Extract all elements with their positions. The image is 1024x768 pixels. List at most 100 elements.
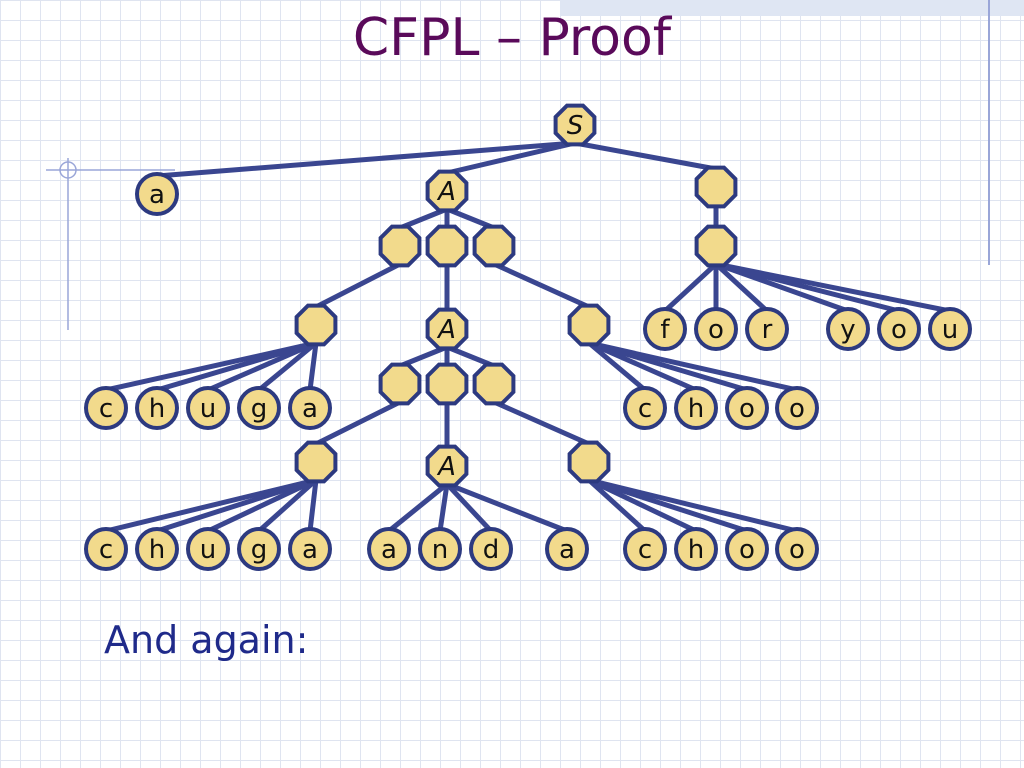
edge-root-a0: [154, 140, 578, 179]
edge-l2-p3: [313, 399, 403, 447]
tree-node-o5: o: [725, 527, 769, 571]
tree-node-o1: o: [694, 307, 738, 351]
tree-node-a5: a: [545, 527, 589, 571]
edge-r2-f: [662, 261, 719, 314]
node-label: o: [739, 535, 755, 565]
node-label: o: [708, 315, 724, 345]
node-label: y: [840, 315, 855, 345]
tree-node-a1: a: [288, 386, 332, 430]
node-label: u: [200, 394, 216, 424]
tree-node-c1: c: [84, 386, 128, 430]
tree-node-o2: o: [877, 307, 921, 351]
tree-node-r: r: [745, 307, 789, 351]
tree-node-A3: A: [425, 444, 469, 488]
node-label: f: [660, 315, 670, 345]
node-label: d: [483, 535, 500, 565]
node-label: c: [638, 535, 652, 565]
node-shape: [135, 386, 179, 430]
node-label: h: [149, 394, 165, 424]
node-label: c: [99, 535, 113, 565]
edge-root-r1: [572, 140, 719, 172]
node-label: a: [302, 535, 318, 565]
node-label: a: [381, 535, 397, 565]
node-shape: [294, 303, 338, 347]
node-shape: [237, 386, 281, 430]
node-label: o: [739, 394, 755, 424]
node-shape: [775, 386, 819, 430]
node-label: u: [200, 535, 216, 565]
node-shape: [425, 169, 469, 213]
node-label: o: [891, 315, 907, 345]
edge-p3-h3: [154, 477, 319, 534]
node-shape: [553, 103, 597, 147]
tree-node-p2: [294, 303, 338, 347]
slide-caption: And again:: [104, 618, 309, 662]
edge-A3-d4: [444, 481, 494, 534]
node-shape: [826, 307, 870, 351]
tree-node-r1: [694, 165, 738, 209]
node-shape: [775, 527, 819, 571]
node-shape: [418, 527, 462, 571]
tree-node-n1: [472, 224, 516, 268]
edge-p2-u1: [205, 340, 319, 393]
tree-node-u3: u: [186, 527, 230, 571]
node-label: A: [436, 452, 456, 482]
edge-root-A1: [444, 140, 578, 176]
node-shape: [84, 386, 128, 430]
decor-crosshair: [46, 158, 175, 330]
node-label: g: [251, 394, 268, 424]
edge-q2-c2: [586, 340, 648, 393]
node-label: o: [789, 394, 805, 424]
node-shape: [567, 303, 611, 347]
tree-node-a4: a: [367, 527, 411, 571]
slide-title: CFPL – Proof: [352, 8, 672, 68]
edge-p3-a3: [307, 477, 319, 534]
tree-node-m2: [425, 362, 469, 406]
node-shape: [425, 362, 469, 406]
edge-A3-a4: [386, 481, 450, 534]
tree-node-a3: a: [288, 527, 332, 571]
node-label: g: [251, 535, 268, 565]
node-label: c: [99, 394, 113, 424]
tree-node-o4: o: [775, 386, 819, 430]
node-shape: [725, 527, 769, 571]
node-shape: [928, 307, 972, 351]
tree-node-m1: [425, 224, 469, 268]
node-label: r: [762, 315, 773, 345]
node-shape: [674, 527, 718, 571]
top-decor-band: [560, 0, 1024, 16]
tree-node-f: f: [643, 307, 687, 351]
edge-q3-o6: [586, 477, 800, 534]
node-label: a: [559, 535, 575, 565]
node-shape: [237, 527, 281, 571]
node-shape: [472, 224, 516, 268]
tree-node-l1: [378, 224, 422, 268]
edge-p2-h1: [154, 340, 319, 393]
tree-node-o6: o: [775, 527, 819, 571]
tree-node-n4: n: [418, 527, 462, 571]
node-shape: [378, 362, 422, 406]
node-label: a: [149, 180, 165, 210]
node-shape: [877, 307, 921, 351]
node-label: n: [432, 535, 448, 565]
node-shape: [674, 386, 718, 430]
tree-node-root: S: [553, 103, 597, 147]
tree-node-h3: h: [135, 527, 179, 571]
node-label: h: [688, 535, 704, 565]
node-shape: [378, 224, 422, 268]
tree-node-q3: [567, 440, 611, 484]
node-shape: [186, 527, 230, 571]
node-shape: [694, 165, 738, 209]
tree-node-q2: [567, 303, 611, 347]
tree-node-A2: A: [425, 307, 469, 351]
node-shape: [694, 307, 738, 351]
tree-node-l2: [378, 362, 422, 406]
tree-node-g1: g: [237, 386, 281, 430]
node-shape: [288, 527, 332, 571]
tree-node-r2: [694, 224, 738, 268]
node-label: A: [436, 177, 456, 207]
edge-n1-q2: [491, 261, 592, 310]
edge-l1-p2: [313, 261, 403, 310]
node-label: u: [942, 315, 958, 345]
